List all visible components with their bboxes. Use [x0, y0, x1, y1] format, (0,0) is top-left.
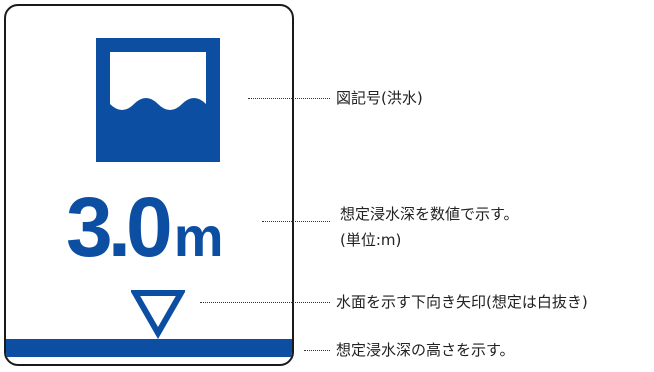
depth-unit: m: [173, 205, 224, 268]
leader-line-bar: [304, 350, 330, 351]
label-depth-line2: (単位:m): [340, 231, 402, 249]
label-symbol: 図記号(洪水): [336, 89, 423, 107]
label-bar: 想定浸水深の高さを示す。: [336, 341, 515, 359]
depth-height-bar: [6, 339, 292, 357]
leader-line-arrow: [200, 302, 330, 303]
depth-number: 3.0: [66, 180, 173, 274]
label-arrow: 水面を示す下向き矢印(想定は白抜き): [336, 293, 588, 311]
flood-symbol-icon: [96, 38, 220, 162]
water-surface-arrow-icon: [131, 290, 185, 339]
label-depth-line1: 想定浸水深を数値で示す。: [340, 205, 519, 223]
leader-line-depth: [262, 221, 330, 222]
leader-line-symbol: [248, 98, 330, 99]
